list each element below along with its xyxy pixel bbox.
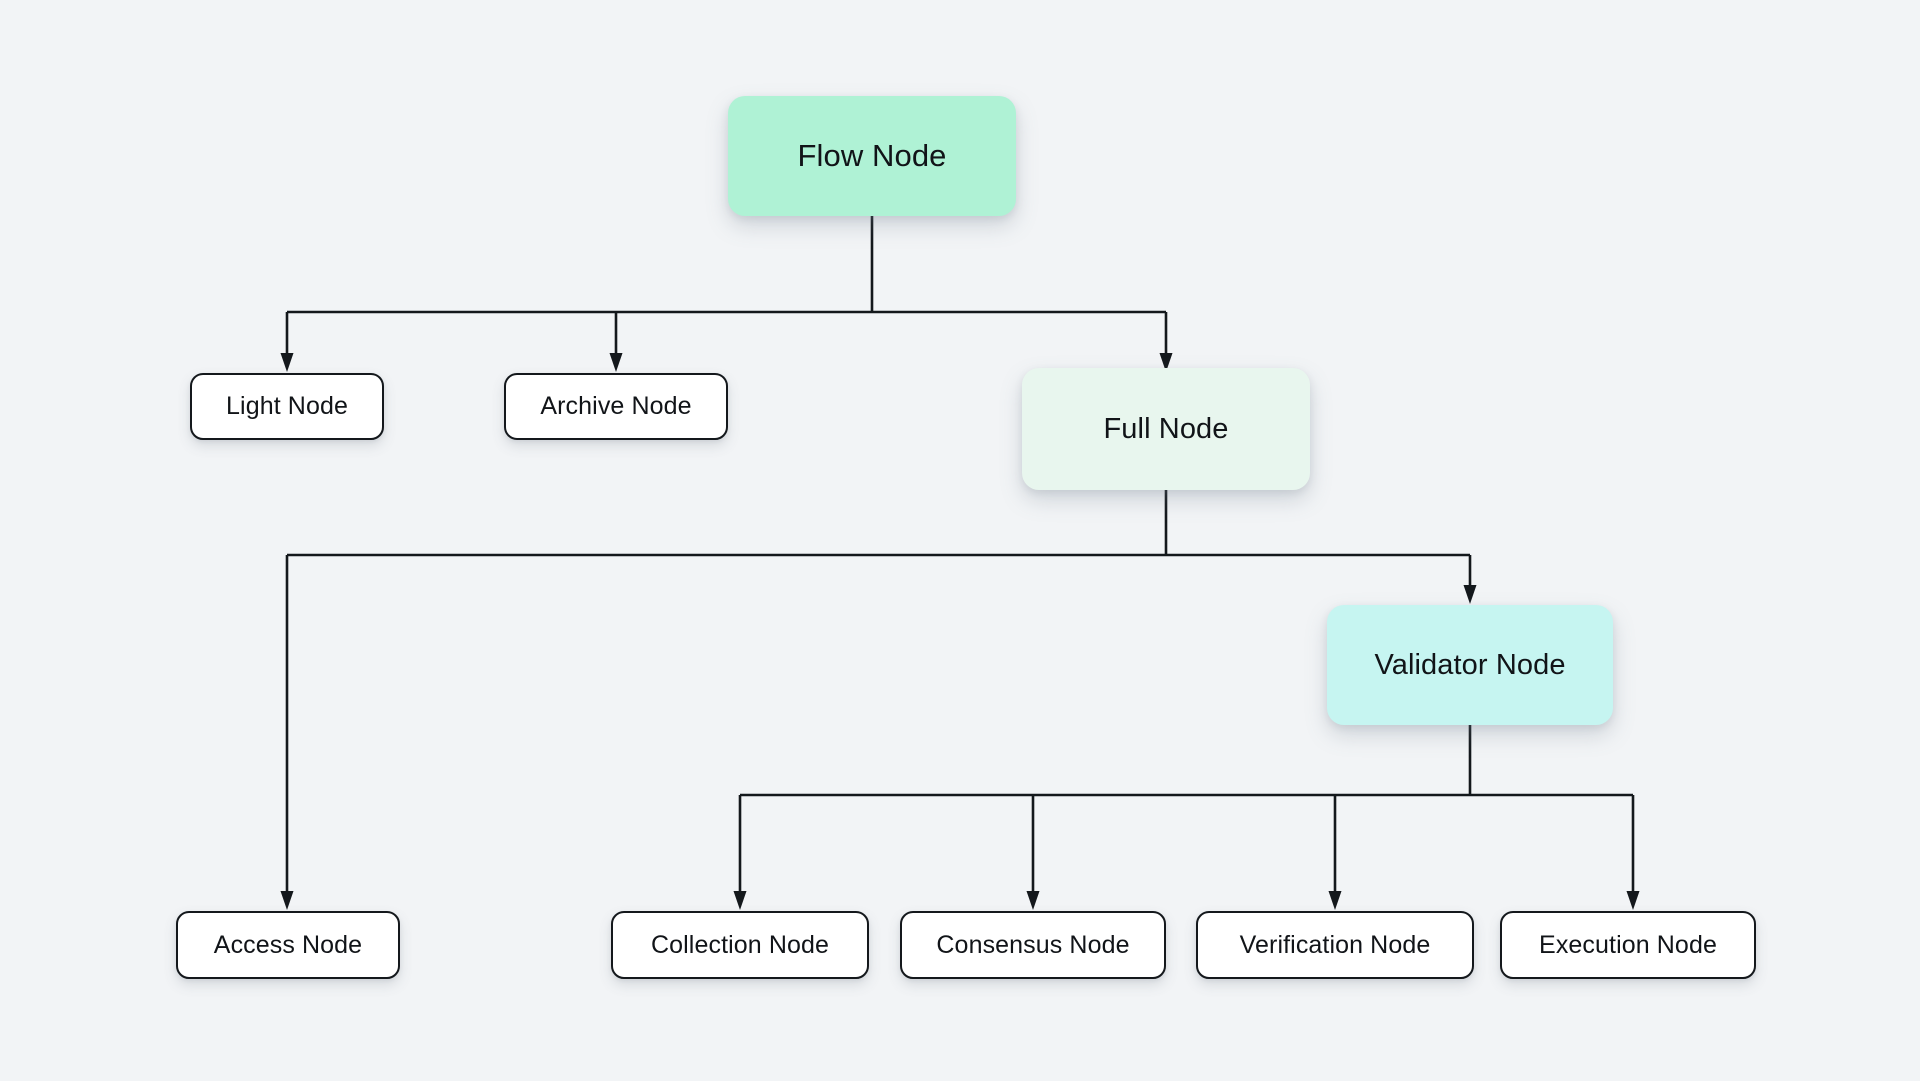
edge-group-flow-children bbox=[280, 216, 1173, 372]
node-execution-node[interactable]: Execution Node bbox=[1500, 911, 1756, 979]
edge-group-full-children bbox=[280, 490, 1477, 910]
arrowhead-access bbox=[280, 891, 294, 910]
node-archive-node[interactable]: Archive Node bbox=[504, 373, 728, 440]
arrowhead-verification bbox=[1328, 891, 1342, 910]
arrowhead-execution bbox=[1626, 891, 1640, 910]
node-flow-node[interactable]: Flow Node bbox=[728, 96, 1016, 216]
arrowhead-archive bbox=[609, 353, 623, 372]
node-access-node[interactable]: Access Node bbox=[176, 911, 400, 979]
arrowhead-collection bbox=[733, 891, 747, 910]
arrowhead-light bbox=[280, 353, 294, 372]
node-consensus-node[interactable]: Consensus Node bbox=[900, 911, 1166, 979]
arrowhead-consensus bbox=[1026, 891, 1040, 910]
node-full-node[interactable]: Full Node bbox=[1022, 368, 1310, 490]
node-validator-node[interactable]: Validator Node bbox=[1327, 605, 1613, 725]
node-light-node[interactable]: Light Node bbox=[190, 373, 384, 440]
node-verification-node[interactable]: Verification Node bbox=[1196, 911, 1474, 979]
node-collection-node[interactable]: Collection Node bbox=[611, 911, 869, 979]
edge-group-validator-children bbox=[733, 725, 1640, 910]
arrowhead-validator bbox=[1463, 585, 1477, 604]
